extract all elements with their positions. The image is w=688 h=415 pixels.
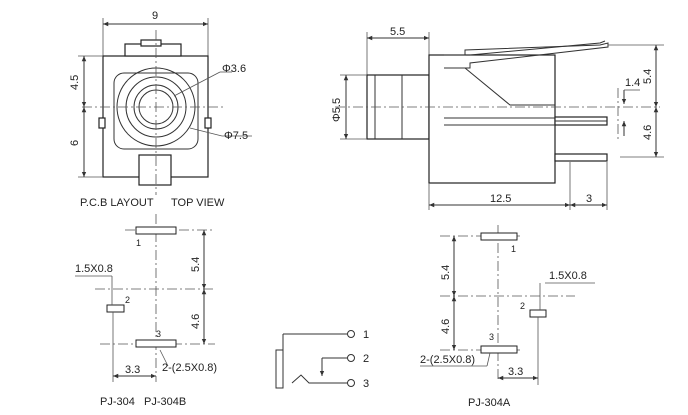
dim-nose: 5.5 [390, 26, 405, 38]
pad-1 [135, 226, 177, 235]
dim-horiz: 3.3 [125, 364, 140, 376]
layout-pj304a: 1 2 3 5.4 4.6 1.5X0.8 2-(2.5X0.8) 3.3 PJ… [420, 225, 595, 409]
pad-2 [106, 304, 125, 313]
dim-lower: 6 [69, 140, 81, 146]
caption-top-view: TOP VIEW [171, 197, 225, 209]
dim-pin-pitch: 3 [586, 193, 592, 205]
pad-3-a [480, 345, 518, 354]
top-view: 9 4.5 6 Φ3.6 Φ7.5 P.C.B [69, 10, 252, 209]
caption-pj304a: PJ-304A [468, 397, 511, 409]
side-view: 5.5 Φ5.5 5.4 4.6 [331, 26, 664, 210]
pad-small-label: 1.5X0.8 [75, 263, 113, 275]
caption-pj304: PJ-304 PJ-304B [100, 396, 186, 408]
dim-nose-dia: Φ5.5 [331, 98, 343, 122]
pin-3-a-label: 3 [489, 332, 494, 342]
pad-large-label: 2-(2.5X0.8) [162, 362, 217, 374]
schematic: 1 2 3 [275, 329, 369, 390]
dim-upper: 4.5 [69, 75, 81, 90]
pin-1-a-label: 1 [511, 244, 516, 254]
pad-2-a [529, 309, 547, 318]
schem-pin-2: 2 [363, 353, 369, 365]
dim-horiz-a: 3.3 [508, 366, 523, 378]
dim-length: 12.5 [490, 193, 511, 205]
pin-2-label: 2 [125, 295, 130, 305]
dim-vert-bottom: 4.6 [190, 314, 202, 329]
dim-bottom: 4.6 [642, 125, 654, 140]
caption-pcb-layout: P.C.B LAYOUT [80, 197, 154, 209]
dim-top: 5.4 [642, 69, 654, 84]
pin-3-label: 3 [156, 329, 161, 339]
pad-small-label-a: 1.5X0.8 [549, 270, 587, 282]
schem-pin-3: 3 [363, 378, 369, 390]
dim-vert-bottom-a: 4.6 [440, 319, 452, 334]
pin-1-label: 1 [136, 238, 141, 248]
dim-width: 9 [152, 10, 158, 22]
schem-pin-1: 1 [363, 329, 369, 341]
dim-inner-dia: Φ3.6 [222, 63, 246, 75]
pad-large-label-a: 2-(2.5X0.8) [420, 354, 475, 366]
dim-outer-dia: Φ7.5 [224, 130, 248, 142]
dim-offset: 1.4 [625, 77, 640, 89]
pad-3 [135, 339, 177, 348]
bottom-tab [138, 154, 172, 186]
pad-1-a [480, 232, 518, 241]
layout-pj304: 1 2 3 5.4 4.6 1.5X0.8 2-(2.5X0.8) 3.3 PJ… [75, 214, 217, 408]
jack-body-side [428, 54, 556, 184]
dim-vert-top-a: 5.4 [440, 265, 452, 280]
dim-vert-top: 5.4 [190, 257, 202, 272]
pin-2-a-label: 2 [520, 301, 525, 311]
